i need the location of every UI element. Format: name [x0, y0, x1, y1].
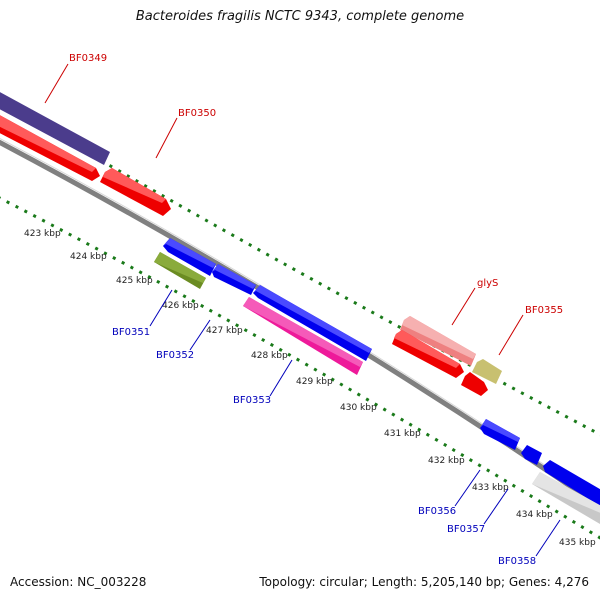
gene-label-bf0349[interactable]: BF0349: [69, 53, 107, 64]
gene-bf0349-cds-arrow[interactable]: [0, 113, 100, 181]
inner-tick-track: [0, 196, 600, 540]
kbp-label: 423 kbp: [24, 229, 61, 239]
reverse-strand-genes: [154, 238, 600, 524]
gene-reverse-arrow-1[interactable]: [163, 238, 216, 276]
kbp-label: 425 kbp: [116, 276, 153, 286]
gene-label-glys[interactable]: glyS: [477, 278, 498, 289]
kbp-label: 435 kbp: [559, 538, 596, 548]
genome-backbone: [0, 139, 600, 510]
forward-strand-genes: [0, 90, 502, 396]
gene-label-bf0358[interactable]: BF0358: [498, 556, 536, 567]
gene-label-bf0353[interactable]: BF0353: [233, 395, 271, 406]
gene-labels: BF0349 BF0350 glyS BF0355 BF0351 BF0352 …: [69, 53, 563, 567]
kbp-label: 430 kbp: [340, 403, 377, 413]
kbp-label: 426 kbp: [162, 301, 199, 311]
gene-label-bf0351[interactable]: BF0351: [112, 327, 150, 338]
gene-bf0352-feature[interactable]: [212, 264, 256, 295]
gene-bf0351-feature[interactable]: [154, 252, 206, 289]
gene-label-bf0350[interactable]: BF0350: [178, 108, 216, 119]
gene-bf0356-feature[interactable]: [480, 419, 520, 450]
gene-glys-feature[interactable]: [400, 316, 476, 366]
gene-bf0353-feature[interactable]: [243, 297, 363, 375]
kbp-label: 434 kbp: [516, 510, 553, 520]
gene-bf0350-feature[interactable]: [100, 168, 171, 216]
gene-glys-cds-arrow[interactable]: [392, 330, 464, 378]
kbp-label: 428 kbp: [251, 351, 288, 361]
kbp-label: 427 kbp: [206, 326, 243, 336]
kbp-label: 424 kbp: [70, 252, 107, 262]
label-leaders: [44, 63, 561, 557]
gene-bf0349-feature[interactable]: [0, 90, 110, 165]
kbp-label: 432 kbp: [428, 456, 465, 466]
kbp-label: 433 kbp: [472, 483, 509, 493]
gene-bf0355-cds-arrow[interactable]: [461, 372, 488, 396]
gene-bf0355-feature[interactable]: [472, 359, 502, 384]
accession-label: Accession: NC_003228: [10, 575, 147, 589]
gene-label-bf0352[interactable]: BF0352: [156, 350, 194, 361]
gene-label-bf0356[interactable]: BF0356: [418, 506, 456, 517]
gene-bf0358-feature[interactable]: [532, 472, 600, 524]
gene-label-bf0357[interactable]: BF0357: [447, 524, 485, 535]
kbp-label: 431 kbp: [384, 429, 421, 439]
kbp-label: 429 kbp: [296, 377, 333, 387]
map-title: Bacteroides fragilis NCTC 9343, complete…: [135, 9, 465, 24]
genome-summary-label: Topology: circular; Length: 5,205,140 bp…: [259, 575, 589, 589]
gene-bf0357-feature[interactable]: [521, 445, 542, 465]
gene-label-bf0355[interactable]: BF0355: [525, 305, 563, 316]
gene-reverse-arrow-3[interactable]: [543, 460, 600, 506]
gene-reverse-arrow-2[interactable]: [253, 285, 372, 361]
kbp-scale: 423 kbp 424 kbp 425 kbp 426 kbp 427 kbp …: [24, 229, 596, 548]
